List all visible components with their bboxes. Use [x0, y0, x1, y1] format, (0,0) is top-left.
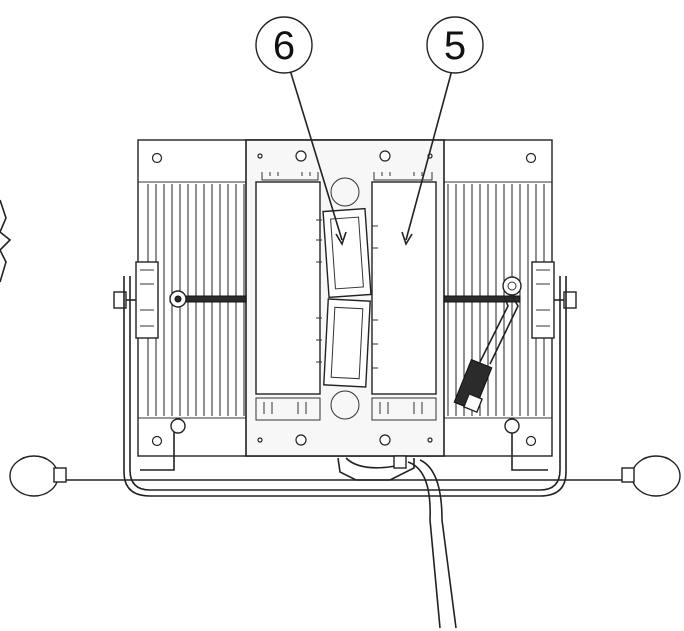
left-slot: [255, 172, 321, 421]
callout-leaders: [289, 69, 453, 246]
safety-cable: [9, 455, 681, 497]
yoke: [123, 276, 567, 497]
right-mount-bar: [443, 261, 577, 339]
power-connector: [453, 276, 522, 414]
sliding-module: [316, 177, 378, 420]
left-mount-bar: [113, 261, 247, 339]
bottom-clamp: [337, 455, 415, 481]
callout-5-label: 5: [444, 24, 466, 68]
callout-5: 5: [426, 16, 484, 74]
callout-6: 6: [255, 16, 313, 74]
left-edge-bracket: [0, 199, 12, 283]
right-slot: [371, 172, 437, 421]
power-cable: [407, 459, 457, 629]
housing-screws: [151, 152, 537, 447]
callout-6-label: 6: [273, 24, 295, 68]
